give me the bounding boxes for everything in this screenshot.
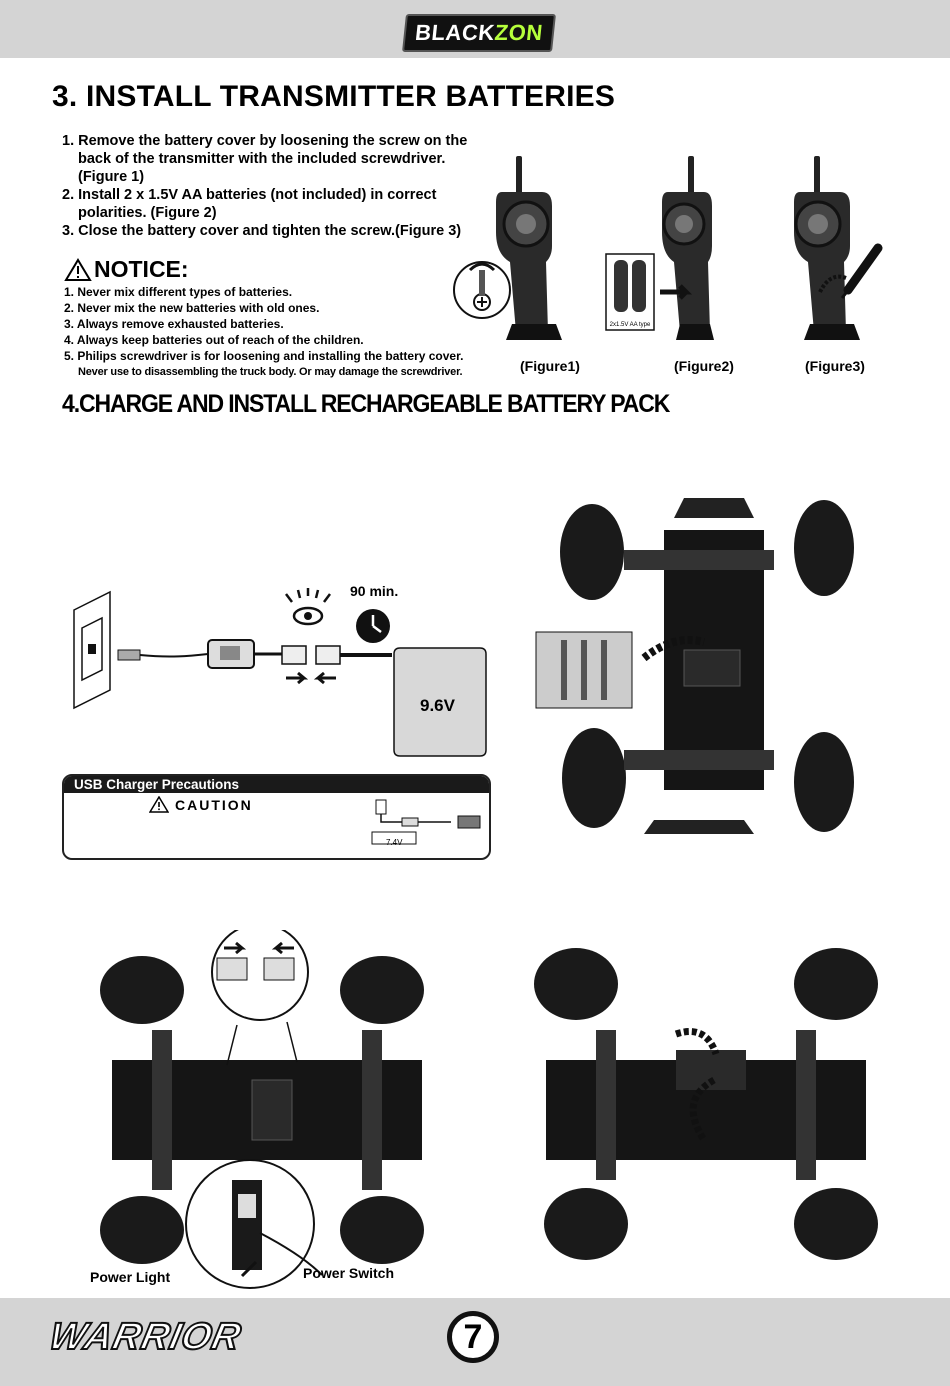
figure-label-1: (Figure1) (520, 358, 580, 374)
caution-text: CAUTION (175, 796, 253, 813)
install-step: 3. Close the battery cover and tighten t… (62, 223, 462, 239)
battery-type-note: 2x1.5V AA type (610, 322, 651, 328)
usb-charger-precautions-box: USB Charger Precautions CAUTION 7.4V (62, 774, 491, 860)
power-light-label: Power Light (90, 1269, 171, 1285)
truck-battery-compartment-image (535, 498, 854, 834)
notice-item: 4. Always keep batteries out of reach of… (64, 333, 364, 347)
notice-subtext: Never use to disassembling the truck bod… (78, 366, 463, 378)
transmitter-figure-1 (453, 156, 562, 340)
warrior-logo: WARRIOR (45, 1315, 247, 1359)
logo-text-right: ZON (493, 20, 545, 45)
notice-title-text: NOTICE: (94, 256, 189, 282)
warning-triangle-icon (64, 257, 92, 281)
truck-connector-image (100, 930, 424, 1289)
power-switch-label: Power Switch (303, 1265, 395, 1281)
transmitter-figure-3 (794, 156, 883, 340)
caution-heading: CAUTION (149, 796, 253, 813)
charging-diagram (73, 588, 487, 757)
notice-item: 2. Never mix the new batteries with old … (64, 301, 320, 315)
install-step: 1. Remove the battery cover by loosening… (62, 133, 468, 185)
truck-cover-closed-image (534, 948, 878, 1260)
section3-title: 3. INSTALL TRANSMITTER BATTERIES (52, 80, 616, 113)
notice-item: 5. Philips screwdriver is for loosening … (64, 349, 464, 363)
notice-list: 1. Never mix different types of batterie… (64, 284, 494, 380)
usb-voltage-label: 7.4V (386, 838, 403, 847)
battery-voltage-label: 9.6V (420, 696, 455, 715)
notice-item: 3. Always remove exhausted batteries. (64, 317, 284, 331)
page-number: 7 (447, 1311, 499, 1363)
usb-charger-icon (371, 799, 481, 845)
usb-precautions-title: USB Charger Precautions (64, 776, 489, 793)
figure-label-3: (Figure3) (805, 358, 865, 374)
notice-item: 1. Never mix different types of batterie… (64, 285, 293, 299)
warning-triangle-icon (149, 796, 169, 813)
notice-heading: NOTICE: (64, 256, 189, 283)
charge-time-label: 90 min. (350, 583, 399, 599)
transmitter-figure-2: 2x1.5V AA type (605, 156, 714, 340)
install-step: 2. Install 2 x 1.5V AA batteries (not in… (62, 187, 437, 221)
logo-text-left: BLACK (414, 20, 497, 45)
install-steps-list: 1. Remove the battery cover by loosening… (62, 132, 492, 240)
section4-title: 4.CHARGE AND INSTALL RECHARGEABLE BATTER… (62, 390, 670, 418)
figure-label-2: (Figure2) (674, 358, 734, 374)
